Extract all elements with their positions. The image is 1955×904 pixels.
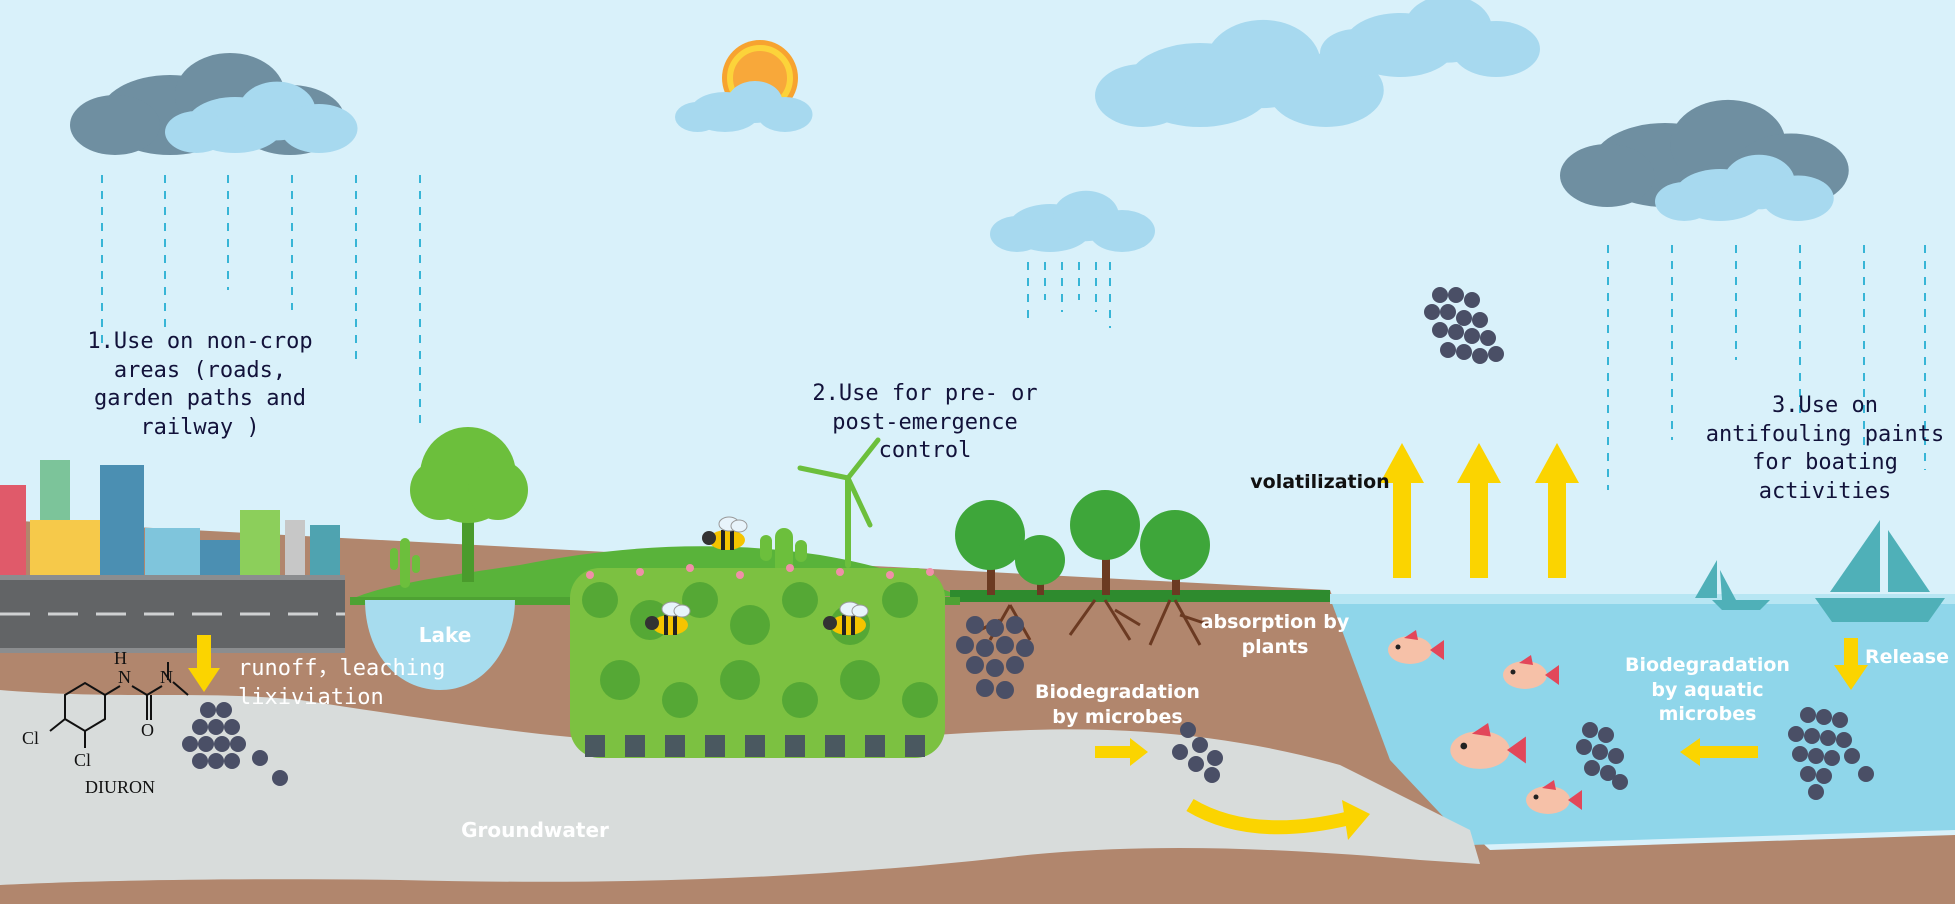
label-line: plants [1241,635,1309,658]
label-line: post-emergence [832,409,1018,435]
sea-water [1330,598,1955,845]
label-groundwater: Groundwater [461,818,609,842]
grass-strip [950,590,1330,602]
particle-cluster-icon [1788,707,1874,800]
sailboat-icon [1695,520,1945,622]
label-line: by microbes [1052,705,1183,728]
particle-cluster-icon [182,702,288,786]
label-line: for boating [1752,450,1898,476]
particle-cluster-icon [956,616,1034,699]
label-line: runoff，leaching [238,656,446,681]
label-use-non-crop: 1.Use on non-crop areas (roads, garden p… [60,328,340,442]
label-line: control [878,438,972,464]
label-line: Biodegradation [1035,681,1200,703]
label-line: garden paths and [94,386,306,412]
label-line: Biodegradation [1625,654,1790,676]
label-volatilization: volatilization [1250,471,1390,493]
particle-cluster-icon [1172,722,1223,783]
label-line: activities [1758,478,1892,504]
arrow-icon [1680,738,1758,766]
atom-label-cl2: Cl [74,750,92,770]
atom-label-h: H [114,648,127,668]
particle-cluster-icon [1424,287,1504,364]
label-line: 2.Use for pre- or [812,381,1038,406]
label-use-pre-post-emergence: 2.Use for pre- or post-emergence control [805,380,1045,466]
tree-icon [410,427,528,582]
arrow-icon [1186,798,1370,840]
label-biodegradation-aquatic: Biodegradation by aquatic microbes [1620,653,1795,727]
volatilization-arrows [1380,443,1579,578]
label-line: 3.Use on [1772,393,1878,418]
label-line: railway ) [140,414,260,440]
molecule-name: DIURON [85,777,155,797]
atom-label-n: N [118,667,131,687]
lake-icon [365,600,515,690]
label-runoff: runoff，leaching lixiviation [238,655,448,712]
label-lake: Lake [418,623,472,647]
label-biodegradation-microbes: Biodegradation by microbes [1030,680,1205,729]
rain-icon [101,175,1926,490]
label-absorption: absorption by plants [1195,610,1355,659]
atom-label-o: O [141,720,154,740]
cactus-icon [390,528,807,588]
label-line: antifouling paints [1705,421,1945,447]
groundwater-layer [0,690,1480,885]
label-release: Release [1865,646,1949,668]
diuron-structure [49,662,189,748]
crop-field [570,564,945,758]
label-line: areas (roads, [113,357,287,383]
label-use-antifouling: 3.Use on antifouling paints for boating … [1700,392,1950,506]
label-line: lixiviation [238,684,384,710]
arrow-icon [1834,638,1868,690]
wind-turbine-icon [797,437,881,568]
city-icon [0,460,340,575]
arrow-icon [188,635,220,692]
particle-cluster-icon [1576,722,1628,790]
label-line: absorption by [1200,611,1350,633]
label-line: by aquatic [1651,678,1764,701]
sun-icon [675,40,813,132]
atom-label-cl: Cl [22,728,40,748]
arrow-icon [1095,738,1148,766]
label-line: microbes [1658,703,1757,726]
atom-label-n2: N [160,667,173,687]
label-line: 1.Use on non-crop [87,329,313,354]
